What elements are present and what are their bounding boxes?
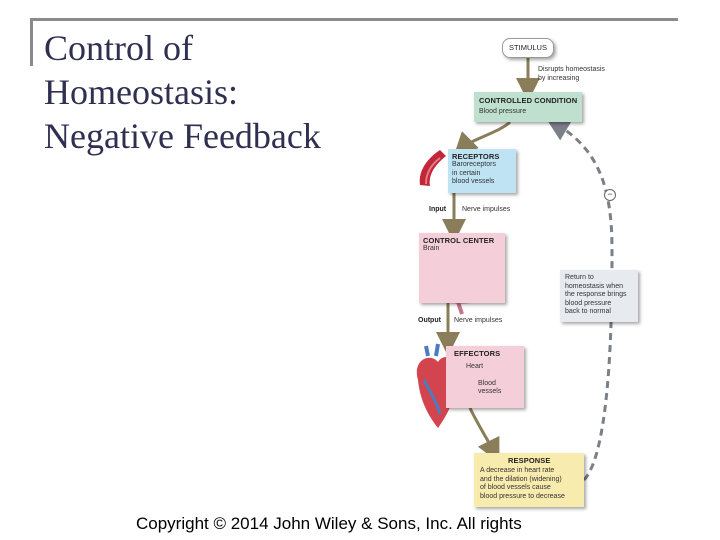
return-line-1: Return to [565,274,594,281]
input-text: Nerve impulses [462,206,511,213]
return-line-3: the response brings [565,291,627,298]
response-body-line-1: A decrease in heart rate [480,467,555,474]
return-line-4: blood pressure [565,299,612,307]
title-frame-vertical [30,18,33,66]
arrow-controlled-to-receptors [453,120,512,157]
effectors-box: EFFECTORS Heart Blood vessels [446,346,524,408]
effectors-item-blood: Blood [478,379,496,387]
effectors-header: EFFECTORS [454,349,501,358]
return-to-homeostasis-box: Return to homeostasis when the response … [560,270,638,322]
negative-feedback-sign: − [604,189,616,201]
title-line-3: Negative Feedback [44,116,321,156]
control-center-body: Brain [423,245,440,252]
stimulus-note-line-2: by increasing [538,74,580,82]
slide-title: Control of Homeostasis: Negative Feedbac… [44,26,321,158]
output-label: Output [418,317,441,324]
response-header: RESPONSE [508,456,551,465]
receptors-body-line-2: in certain [452,169,481,177]
title-line-1: Control of [44,28,193,68]
receptors-body-line-3: blood vessels [452,178,495,185]
response-body-line-2: and the dilation (widening) [480,475,562,483]
response-body-line-4: blood pressure to decrease [480,492,565,500]
title-line-2: Homeostasis: [44,72,238,112]
stimulus-note-line-1: Disrupts homeostasis [538,66,605,73]
copyright-text: Copyright © 2014 John Wiley & Sons, Inc.… [136,514,522,533]
input-label: Input [429,206,447,213]
return-line-2: homeostasis when [565,282,623,290]
return-line-5: back to normal [565,308,611,315]
control-center-box: CONTROL CENTER Brain [419,233,505,303]
controlled-condition-header: CONTROLLED CONDITION [479,96,578,105]
stimulus-note: Disrupts homeostasis by increasing [538,66,605,83]
stimulus-box: STIMULUS [502,38,554,58]
dashed-feedback-loop [545,117,614,482]
output-text: Nerve impulses [454,317,503,324]
title-frame-horizontal [30,18,678,21]
arrow-effectors-to-response [468,407,500,463]
receptors-header: RECEPTORS [452,152,500,161]
response-body-line-3: of blood vessels cause [480,484,551,491]
response-box: RESPONSE A decrease in heart rate and th… [474,453,584,507]
controlled-condition-box: CONTROLLED CONDITION Blood pressure [474,92,582,122]
blood-vessel-receptors [419,150,446,186]
effectors-item-vessels: vessels [478,388,502,395]
control-center-header: CONTROL CENTER [423,236,495,245]
receptors-body-line-1: Baroreceptors [452,161,496,168]
effectors-item-heart: Heart [466,363,484,370]
receptors-box: RECEPTORS Baroreceptors in certain blood… [448,149,516,193]
controlled-condition-body: Blood pressure [479,108,527,115]
